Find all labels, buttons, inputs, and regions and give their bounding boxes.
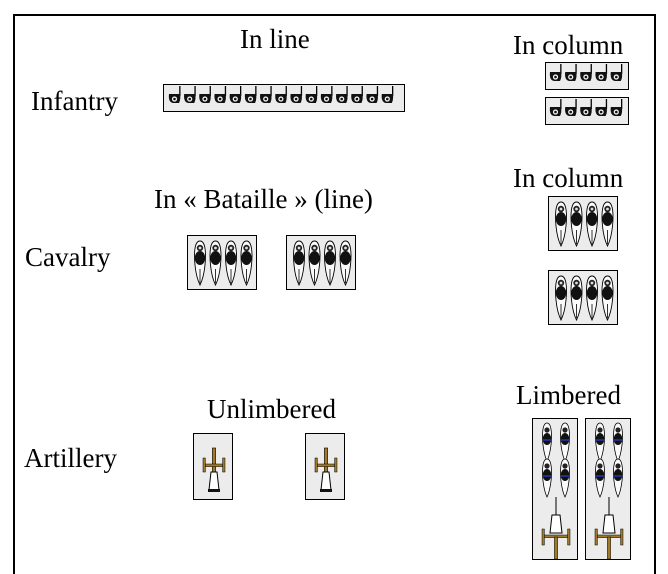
cavalry-rider-icon [209, 240, 222, 287]
infantry-column-unit-front [545, 62, 629, 90]
cavalry-rider-icon [555, 201, 567, 248]
cavalry-line-heading: In « Bataille » (line) [154, 184, 373, 214]
cavalry-column-unit-rear [548, 270, 618, 325]
infantry-soldier-icon [565, 99, 577, 116]
limber-horse-icon [542, 458, 552, 498]
infantry-soldier-icon [214, 86, 227, 103]
formations-diagram: In line In column Infantry In « Bataille… [13, 14, 656, 574]
infantry-soldier-icon [229, 86, 242, 103]
cavalry-rider-icon [586, 275, 598, 322]
infantry-soldier-icon [610, 64, 623, 81]
artillery-unlimbered-heading: Unlimbered [207, 394, 336, 424]
infantry-soldier-icon [549, 64, 562, 81]
infantry-soldier-icon [305, 86, 318, 103]
infantry-soldier-icon [610, 99, 623, 116]
cannon-icon [314, 447, 338, 492]
cavalry-rider-icon [586, 201, 598, 248]
cavalry-column-unit-front [548, 196, 618, 251]
limber-horse-icon [560, 458, 570, 498]
infantry-line-unit [163, 84, 405, 112]
cannon-icon [202, 447, 226, 492]
infantry-soldier-icon [320, 86, 333, 103]
cavalry-rider-icon [601, 201, 614, 248]
infantry-soldier-icon [351, 86, 363, 103]
artillery-limbered-team-right [585, 418, 631, 560]
cavalry-rider-icon [570, 275, 583, 322]
limber-horse-icon [613, 458, 623, 498]
infantry-soldier-icon [199, 86, 211, 103]
artillery-limbered-team-left [532, 418, 578, 560]
cavalry-column-heading: In column [513, 163, 624, 193]
limber-horse-icon [542, 422, 552, 462]
artillery-label: Artillery [24, 443, 117, 473]
artillery-limbered-heading: Limbered [516, 380, 621, 410]
cavalry-rider-icon [308, 240, 321, 287]
cavalry-rider-icon [555, 201, 614, 248]
limbered-cannon-icon [594, 514, 624, 559]
cavalry-rider-icon [555, 275, 614, 322]
cavalry-rider-icon [339, 240, 352, 287]
limbered-gun-team-icon [594, 422, 624, 559]
infantry-soldier-icon [565, 64, 577, 81]
limber-horse-icon [595, 422, 605, 462]
artillery-unlimbered-gun-left [193, 433, 233, 500]
cavalry-label: Cavalry [25, 242, 111, 272]
cavalry-rider-icon [225, 240, 237, 287]
limbered-gun-team-icon [541, 422, 571, 559]
infantry-soldier-icon [290, 86, 303, 103]
cavalry-line-unit-right [286, 235, 356, 290]
cavalry-rider-icon [570, 201, 583, 248]
infantry-line-heading: In line [240, 24, 310, 54]
infantry-soldier-icon [549, 99, 562, 116]
infantry-soldier-icon [336, 86, 348, 103]
cavalry-rider-icon [601, 275, 614, 322]
cavalry-rider-icon [324, 240, 336, 287]
cavalry-line-unit-left [187, 235, 257, 290]
infantry-soldier-icon [366, 86, 379, 103]
cannon-icon [202, 447, 226, 492]
infantry-soldier-icon [580, 99, 592, 116]
cavalry-rider-icon [194, 240, 206, 287]
limber-horse-icon [595, 458, 605, 498]
infantry-soldier-icon [275, 86, 287, 103]
infantry-soldier-icon [184, 86, 196, 103]
cannon-icon [314, 447, 338, 492]
infantry-soldier-icon [549, 99, 623, 116]
infantry-soldier-icon [595, 64, 608, 81]
cavalry-rider-icon [293, 240, 352, 287]
cavalry-rider-icon [194, 240, 253, 287]
infantry-column-unit-rear [545, 97, 629, 125]
limber-horse-icon [560, 422, 570, 462]
infantry-label: Infantry [31, 86, 118, 116]
infantry-soldier-icon [595, 99, 608, 116]
infantry-soldier-icon [168, 86, 394, 103]
infantry-column-heading: In column [513, 30, 624, 60]
infantry-soldier-icon [549, 64, 623, 81]
limber-horse-icon [613, 422, 623, 462]
infantry-soldier-icon [168, 86, 181, 103]
artillery-unlimbered-gun-right [305, 433, 345, 500]
cavalry-rider-icon [240, 240, 253, 287]
infantry-soldier-icon [580, 64, 592, 81]
diagram-frame [13, 14, 656, 574]
infantry-soldier-icon [260, 86, 272, 103]
infantry-soldier-icon [381, 86, 394, 103]
cavalry-rider-icon [555, 275, 567, 322]
cavalry-rider-icon [293, 240, 305, 287]
limbered-cannon-icon [541, 514, 571, 559]
infantry-soldier-icon [244, 86, 257, 103]
